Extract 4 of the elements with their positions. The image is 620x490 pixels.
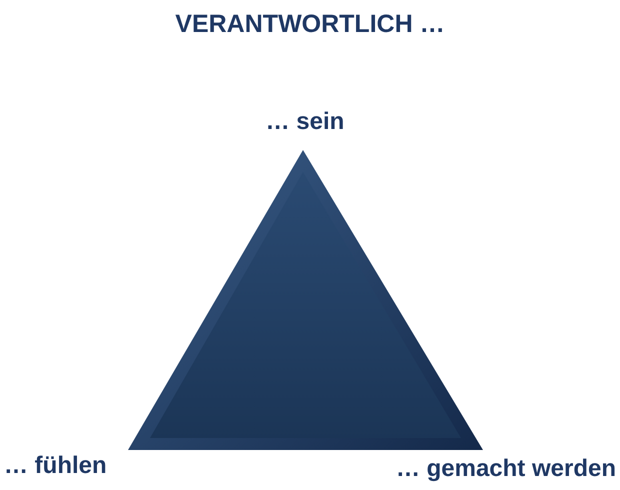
corner-label: … gemacht werden	[396, 455, 616, 482]
corner-label: … sein	[266, 108, 344, 135]
diagram-title: VERANTWORTLICH …	[174, 10, 446, 39]
corner-label: … fühlen	[4, 452, 107, 479]
